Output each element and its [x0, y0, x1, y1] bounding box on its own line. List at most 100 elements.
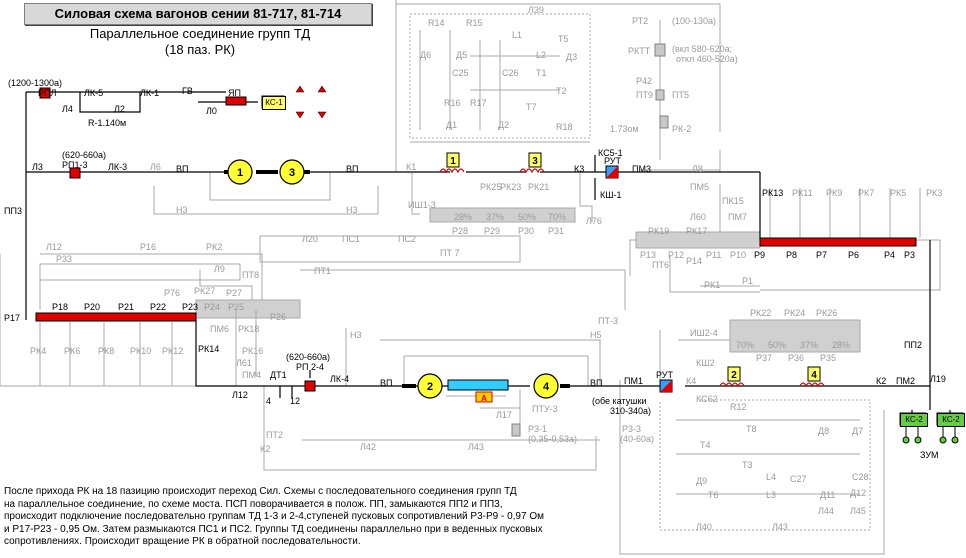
label-rpl-range: (1200-1300а) [8, 78, 63, 88]
label-ksh2: КШ2 [696, 358, 715, 368]
label-k4: К4 [686, 376, 697, 386]
label-rk11: РК11 [792, 188, 813, 198]
label-p20: Р20 [84, 302, 101, 312]
label-rut-top: РУТ [604, 156, 622, 166]
label-pct28b: 28% [832, 340, 851, 350]
label-rktt: РКТТ [628, 46, 651, 56]
yap-fuse [225, 96, 247, 106]
label-rut-range: (обе катушки [592, 396, 647, 406]
motor-2 [417, 373, 443, 399]
label-r31: Р31 [548, 226, 565, 236]
label-rk10: РК10 [130, 346, 152, 356]
label-rk26: РК26 [816, 308, 838, 318]
label-p36: Р36 [788, 353, 805, 363]
label-ks1: КС-1 [262, 96, 286, 110]
label-dt1: ДТ1 [270, 370, 287, 380]
description-line: и Р17-Р23 - 0,95 Ом. Затем размыкаются П… [4, 523, 543, 535]
label-rk9: РК9 [826, 188, 843, 198]
label-rk12: РК12 [162, 346, 184, 356]
label-ish13: ИШ1-3 [408, 200, 436, 210]
label-d11: Д11 [820, 490, 836, 500]
label-t5: Т5 [558, 34, 569, 44]
label-rk3: РК3 [926, 188, 943, 198]
label-yap: ЯП [228, 88, 241, 98]
label-p33: Р33 [56, 254, 73, 264]
label-rk25: РК25 [480, 182, 502, 192]
label-p18: Р18 [52, 302, 69, 312]
label-dt1-12: 12 [290, 396, 301, 406]
label-rk18: РК18 [238, 324, 260, 334]
label-pm1: ПМ1 [624, 376, 643, 386]
label-r-value: R-1.140м [88, 118, 127, 128]
rp24-contact [304, 380, 316, 392]
label-rt2-range: (100-130а) [672, 16, 717, 26]
motors: 1 3 А 2 4 [224, 159, 570, 403]
inactive-grey-wiring [0, 0, 941, 555]
label-pt5: ПТ5 [672, 90, 689, 100]
label-ish24: ИШ2-4 [690, 328, 718, 338]
label-n3-1: Н3 [176, 205, 188, 215]
description-line: После прихода РК на 18 пазицию происходи… [4, 486, 517, 497]
label-r3-1-range: (0,35-0,53а) [528, 434, 578, 444]
label-r30: Р30 [518, 226, 535, 236]
ammeter-a-label: А [481, 394, 487, 403]
label-ps2: ПС2 [398, 234, 416, 244]
label-p7: Р7 [816, 250, 828, 260]
label-p10: Р10 [730, 250, 747, 260]
label-p8: Р8 [786, 250, 798, 260]
label-p23: Р23 [182, 302, 199, 312]
label-l3c: L3 [766, 490, 777, 500]
field-1-label: 1 [450, 156, 456, 167]
label-d6: Д6 [420, 50, 432, 60]
subtitle-line-1: Параллельное соединение групп ТД [89, 26, 311, 41]
label-pct50b: 50% [768, 340, 787, 350]
label-rk23: РК23 [500, 182, 522, 192]
label-rk5: РК5 [890, 188, 907, 198]
label-pt-3: ПТУ-3 [532, 404, 558, 414]
label-rp13-range: (620-660а) [62, 150, 107, 160]
ks1-contacts [295, 85, 327, 119]
label-t6: Т6 [708, 490, 719, 500]
label-p76: Р76 [164, 288, 181, 298]
description-line: на параллельное соединение, по схеме мос… [4, 498, 503, 510]
label-rut-bottom: РУТ [656, 370, 674, 380]
label-d5: Д5 [456, 50, 468, 60]
label-pct70b: 70% [736, 340, 755, 350]
label-pp3: ПП3 [4, 206, 22, 216]
label-pt6: ПТ6 [652, 260, 669, 270]
label-n3-2: Н3 [346, 205, 358, 215]
label-ks2-1: КС-2 [900, 413, 928, 427]
label-r3-1: Р3-1 [528, 424, 548, 434]
label-pm3: ПМ3 [632, 164, 651, 174]
label-rk22: РК22 [750, 308, 772, 318]
label-p11: Р11 [706, 250, 722, 260]
label-t7: Т7 [526, 102, 537, 112]
field-coil-2 [719, 382, 745, 388]
label-p17: Р17 [4, 313, 21, 323]
label-rktt-range-2: откл 460-520а) [676, 54, 738, 64]
label-rk13: РК13 [762, 188, 784, 198]
label-p13: Р13 [640, 250, 657, 260]
field-4-label: 4 [811, 370, 817, 381]
label-l20: Л20 [302, 234, 318, 244]
page-subtitle: Параллельное соединение групп ТД (18 паз… [40, 26, 360, 58]
label-k2-grey: К2 [260, 444, 271, 454]
label-p21: Р21 [118, 302, 135, 312]
label-d7: Д7 [852, 426, 864, 436]
label-pct28: 28% [454, 212, 473, 222]
label-p22: Р22 [150, 302, 167, 312]
rp13-contact [69, 167, 81, 179]
label-l42: Л42 [360, 442, 376, 452]
label-l76: Л76 [586, 216, 602, 226]
label-p4: Р4 [884, 250, 896, 260]
label-r16: R16 [444, 98, 461, 108]
page-title: Силовая схема вагонов сении 81-717, 81-7… [24, 3, 372, 25]
label-pt9: ПТ9 [636, 90, 653, 100]
label-l9: Л9 [214, 264, 225, 274]
label-rk2-grey: РК2 [206, 242, 223, 252]
label-l12-grey: Л12 [46, 242, 62, 252]
label-vp-4: ВП [590, 378, 603, 388]
svg-text:4: 4 [543, 381, 550, 393]
label-vp-3: ВП [380, 378, 393, 388]
label-l43: Л43 [468, 442, 484, 452]
